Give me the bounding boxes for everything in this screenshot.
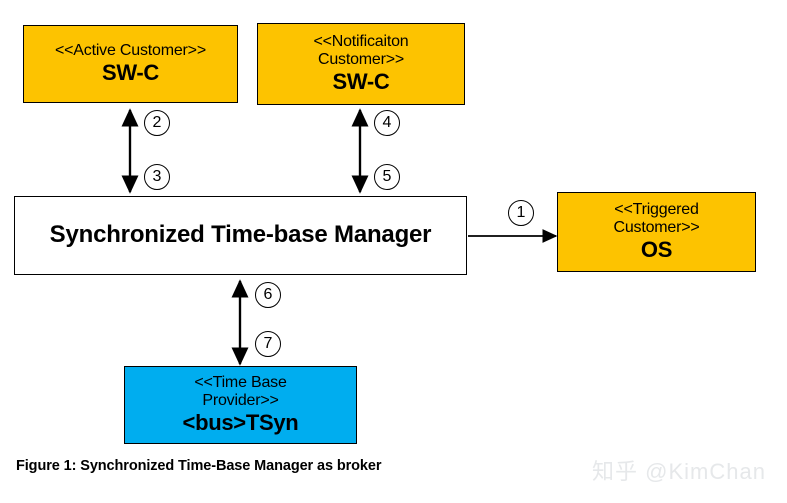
node-stereotype: <<Triggered Customer>> (613, 201, 700, 237)
step-badge-7[interactable]: 7 (255, 331, 281, 357)
step-badge-2[interactable]: 2 (144, 110, 170, 136)
figure-caption: Figure 1: Synchronized Time-Base Manager… (16, 458, 382, 474)
node-stereotype: <<Active Customer>> (55, 42, 206, 60)
node-name: <bus>TSyn (182, 410, 299, 436)
step-badge-1[interactable]: 1 (508, 200, 534, 226)
step-badge-5[interactable]: 5 (374, 164, 400, 190)
node-name: Synchronized Time-base Manager (49, 221, 432, 249)
step-badge-3[interactable]: 3 (144, 164, 170, 190)
node-triggered-customer[interactable]: <<Triggered Customer>> OS (557, 192, 756, 272)
node-name: OS (640, 237, 673, 263)
node-time-base-provider[interactable]: <<Time Base Provider>> <bus>TSyn (124, 366, 357, 444)
node-active-customer[interactable]: <<Active Customer>> SW-C (23, 25, 238, 103)
node-notification-customer[interactable]: <<Notificaiton Customer>> SW-C (257, 23, 465, 105)
node-synchronized-time-base-manager[interactable]: Synchronized Time-base Manager (14, 196, 467, 275)
node-stereotype: <<Time Base Provider>> (194, 374, 287, 410)
step-badge-4[interactable]: 4 (374, 110, 400, 136)
step-badge-6[interactable]: 6 (255, 282, 281, 308)
node-name: SW-C (101, 60, 159, 86)
watermark: 知乎 @KimChan (592, 459, 766, 484)
node-stereotype: <<Notificaiton Customer>> (313, 33, 409, 69)
node-name: SW-C (332, 69, 390, 95)
